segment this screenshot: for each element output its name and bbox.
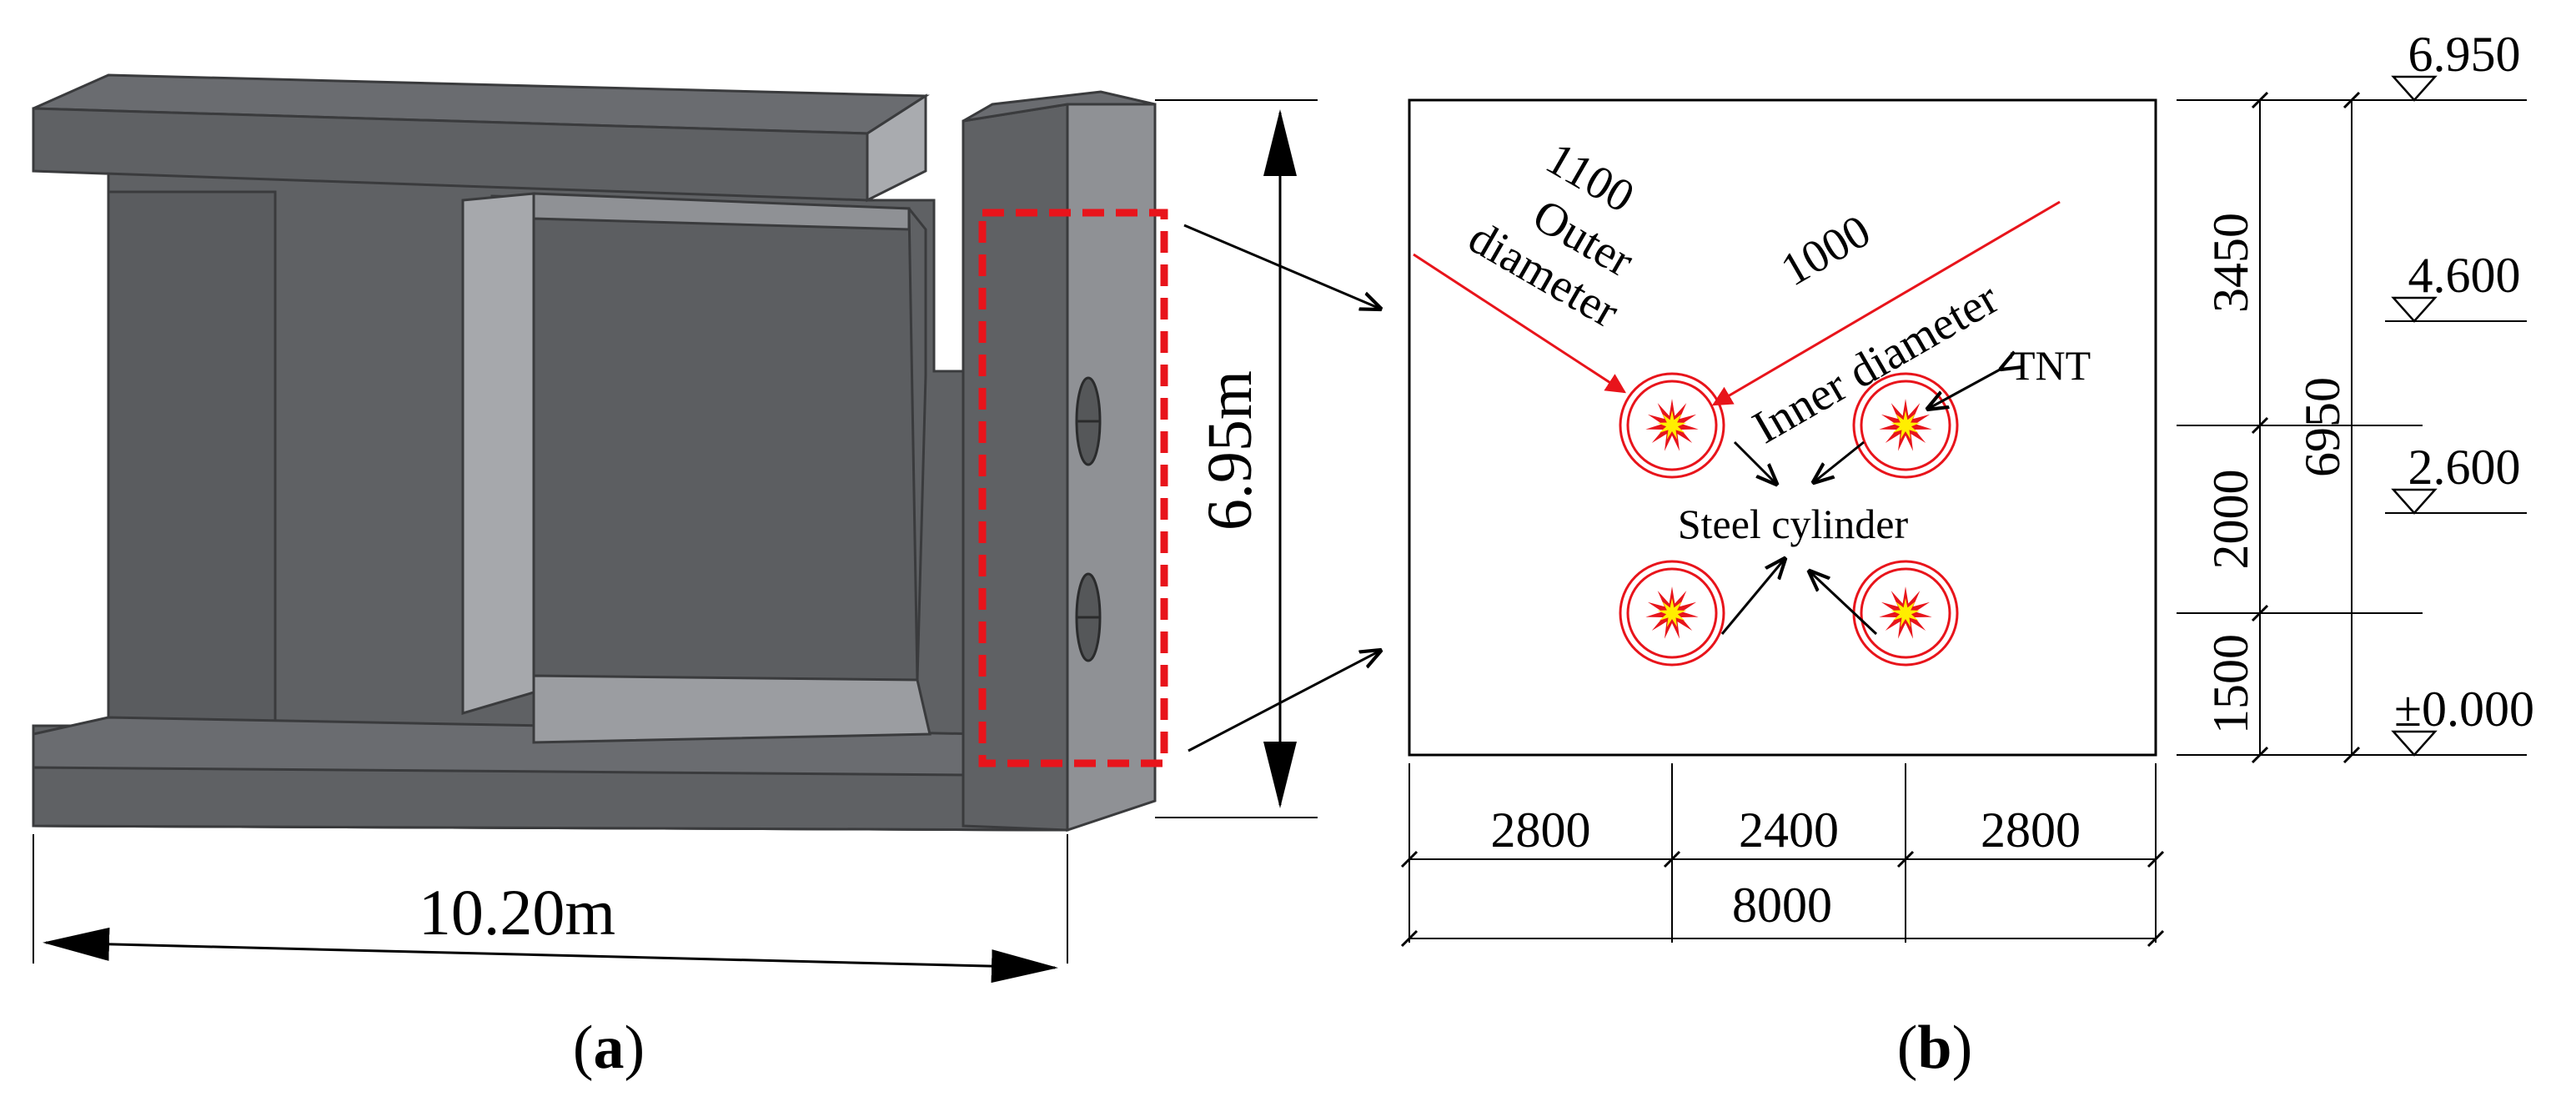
elevation-triangle-icon (2391, 488, 2438, 515)
height-label: 6.95m (1195, 370, 1265, 531)
bottom-dim-label: 2400 (1739, 803, 1839, 858)
side-dim-tick (2251, 746, 2269, 764)
left-dimension-group: 3450 2000 1500 6950 (2177, 91, 2423, 764)
bottom-dim-tick (1896, 850, 1915, 868)
top-slab-side-face (866, 93, 927, 203)
width-label: 10.20m (419, 876, 615, 948)
explosion-core-icon (1657, 410, 1687, 440)
callout-arrow-bottom (1188, 651, 1380, 752)
explosion-core-icon (1657, 598, 1687, 627)
cylinder-inner-ring (1860, 380, 1951, 471)
bottom-dim-tick (2147, 850, 2165, 868)
central-opening-bottom-face (532, 674, 931, 744)
bottom-total-tick (1400, 929, 1419, 948)
bottom-dimension-group: 2800 2400 2800 8000 (1400, 763, 2165, 948)
panel-a-dimensions: 6.95m 10.20m (33, 99, 1380, 984)
cylinder-inner-ring (1626, 380, 1718, 471)
panel-a-model (32, 73, 1168, 833)
elevation-group: 6.950 4.600 2.600 ±0.000 (2385, 27, 2534, 757)
bottom-total-tick (2147, 929, 2165, 948)
elevation-triangle-icon (2391, 296, 2438, 323)
callout-arrow-top (1183, 224, 1380, 309)
bottom-total-label: 8000 (1732, 878, 1832, 933)
total-height-tick (2343, 91, 2361, 109)
bottom-dim-tick (1400, 850, 1419, 868)
central-opening-top-face (532, 192, 911, 231)
section-outline (1408, 98, 2157, 757)
inner-diameter-value: 1000 (1772, 205, 1879, 297)
outer-diameter-leader (1413, 253, 1627, 394)
caption-b: (b) (1897, 1014, 1972, 1082)
right-column-top (962, 90, 1156, 123)
explosion-core-icon (1891, 410, 1921, 440)
panel-b-section: 2800 2400 2800 8000 3450 2000 1500 6950 6.950 4… (1400, 27, 2534, 948)
total-height-label: 6950 (2295, 377, 2350, 477)
side-dim-tick (2251, 91, 2269, 109)
steel-pointer-1 (1733, 440, 1776, 484)
central-opening-inner (490, 194, 919, 686)
bottom-slab-front (32, 766, 1069, 832)
steel-pointer-4 (1810, 571, 1878, 636)
elevation-label: ±0.000 (2394, 682, 2534, 737)
tnt-label: TNT (2010, 342, 2091, 389)
side-dim-tick (2251, 416, 2269, 435)
cylinder-group (1619, 372, 1959, 667)
tnt-pointer (1928, 369, 2001, 409)
elevation-label: 2.600 (2408, 440, 2521, 495)
steel-cylinder-label: Steel cylinder (1678, 501, 1909, 547)
width-dim-line (43, 927, 1058, 984)
cylinder-inner-ring (1626, 567, 1718, 659)
side-dim-tick (2251, 604, 2269, 622)
caption-a: (a) (573, 1014, 645, 1082)
total-height-tick (2343, 746, 2361, 764)
right-column-side (1066, 103, 1157, 833)
central-opening-right-edge (907, 208, 927, 681)
cylinder-inner-ring (1860, 567, 1951, 659)
central-opening-left-face (461, 192, 535, 716)
elevation-triangle-icon (2391, 75, 2438, 102)
side-dim-label: 3450 (2203, 213, 2258, 313)
steel-pointer-3 (1720, 559, 1785, 635)
left-recess (107, 190, 277, 744)
elevation-label: 6.950 (2408, 27, 2521, 82)
inner-diameter-leader (1711, 200, 2061, 406)
highlight-region (978, 209, 1168, 767)
bottom-dim-label: 2800 (1491, 803, 1591, 858)
elevation-label: 4.600 (2408, 248, 2521, 303)
explosion-core-icon (1891, 598, 1921, 627)
bottom-dim-label: 2800 (1981, 803, 2081, 858)
side-dim-label: 2000 (2203, 470, 2258, 570)
bottom-dim-tick (1663, 850, 1681, 868)
side-dim-label: 1500 (2203, 634, 2258, 734)
steel-pointer-2 (1814, 440, 1865, 482)
elevation-triangle-icon (2391, 730, 2438, 757)
